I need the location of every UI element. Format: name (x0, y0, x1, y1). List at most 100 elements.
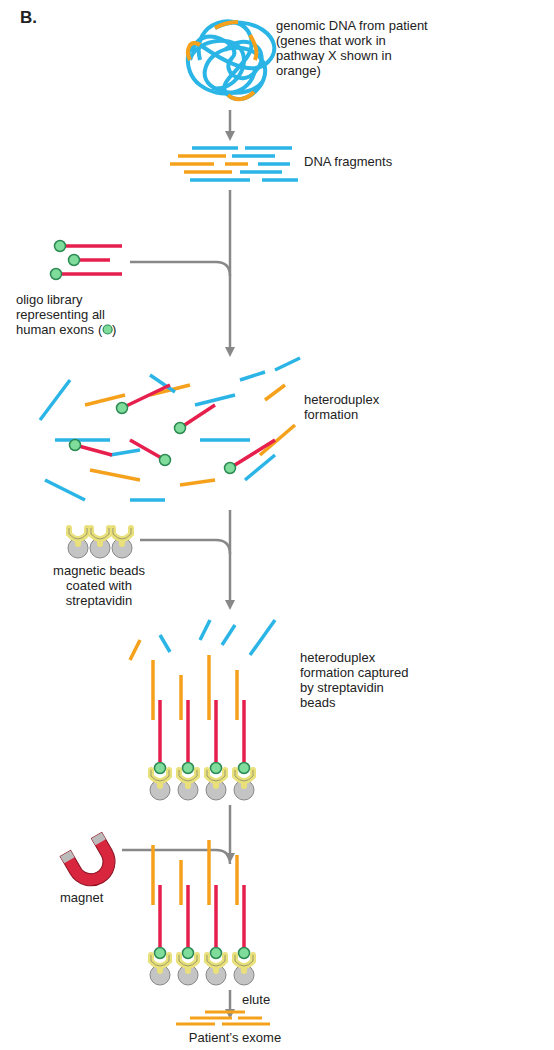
oligo-probe (60, 244, 122, 248)
exome-fragment (190, 1017, 232, 1020)
dna-fragment (245, 146, 292, 150)
step-arrow (229, 990, 232, 1014)
gene-segment (215, 22, 238, 28)
streptavidin (91, 528, 109, 544)
dna-fragment (258, 162, 290, 166)
dna-strand (130, 640, 140, 660)
dna-strand (222, 625, 235, 645)
oligo-probe (180, 405, 215, 428)
step-label: heteroduplex formation (304, 392, 404, 422)
dna-fragment (262, 178, 298, 182)
bracket-line (130, 262, 230, 276)
captured-exon (179, 675, 183, 720)
dna-strand (200, 620, 210, 640)
dna-strand (195, 395, 235, 405)
step-label: elute (242, 992, 302, 1007)
panel-letter: B. (20, 8, 60, 28)
oligo-probe (214, 700, 218, 762)
dna-fragment (232, 154, 275, 158)
biotin-tag (239, 948, 250, 959)
drawing (40, 21, 300, 1024)
dna-strand (90, 470, 140, 480)
dna-strand (250, 620, 275, 655)
streptavidin-outline (113, 528, 131, 539)
step-arrow (229, 805, 232, 858)
symbol-key: ( ) (98, 322, 119, 337)
biotin-tag (160, 455, 171, 466)
step-label: DNA fragments (304, 154, 424, 169)
dna-strand (110, 450, 140, 455)
step-label: genomic DNA from patient (genes that wor… (276, 18, 436, 78)
dna-strand (275, 358, 300, 370)
exome-fragment (205, 1011, 245, 1014)
step-label: magnetic beads coated with streptavidin (34, 563, 164, 608)
gene-segment (250, 35, 256, 60)
dna-fragment (184, 170, 232, 174)
step-label: heteroduplex formation captured by strep… (300, 650, 420, 710)
captured-exon (207, 840, 211, 905)
dna-fragment (170, 162, 214, 166)
oligo-probe (122, 385, 170, 408)
dna-fragment (178, 154, 226, 158)
dna-strand (55, 438, 110, 442)
biotin-tag (117, 403, 128, 414)
dna-strand (200, 438, 250, 442)
dna-strand (245, 455, 275, 480)
biotin-tag (183, 948, 194, 959)
magnet (60, 832, 124, 894)
oligo-probe (242, 885, 246, 947)
dna-strand (160, 635, 170, 652)
captured-exon (207, 655, 211, 720)
bracket-line (140, 540, 230, 554)
oligo-probe (56, 272, 122, 276)
step-arrow (229, 510, 232, 605)
oligo-probe (158, 885, 162, 947)
dna-fragment (192, 146, 238, 150)
dna-strand (40, 380, 70, 420)
biotin-tag (211, 763, 222, 774)
biotin-tag (155, 948, 166, 959)
oligo-probe (186, 700, 190, 762)
genomic-dna (188, 22, 274, 93)
biotin-tag (175, 423, 186, 434)
captured-exon (179, 860, 183, 905)
biotin-tag (55, 241, 66, 252)
result-label: Patient’s exome (150, 1030, 320, 1045)
biotin-tag (239, 763, 250, 774)
biotin-tag (225, 463, 236, 474)
captured-exon (235, 670, 239, 720)
captured-exon (235, 855, 239, 905)
dna-fragment (190, 178, 250, 182)
biotin-tag (155, 763, 166, 774)
biotin-tag (69, 255, 80, 266)
biotin-tag (70, 440, 81, 451)
dna-strand (130, 498, 165, 502)
exome-fragment (176, 1023, 215, 1026)
streptavidin-outline (69, 528, 87, 539)
oligo-probe (242, 700, 246, 762)
gene-segment (188, 43, 200, 60)
oligo-probe (158, 700, 162, 762)
dna-strand (265, 385, 285, 400)
biotin-tag (211, 948, 222, 959)
dna-fragment (225, 162, 248, 166)
captured-exon (151, 660, 155, 720)
dna-strand (260, 425, 295, 455)
oligo-probe (186, 885, 190, 947)
bracket-line (122, 850, 230, 864)
step-arrow (229, 110, 232, 136)
gene-segment (228, 92, 254, 99)
biotin-tag (51, 269, 62, 280)
dna-strand (180, 480, 215, 485)
magnet-tip (60, 832, 106, 863)
genomic-dna (190, 41, 244, 89)
dna-strand (45, 480, 85, 500)
biotin-tag (183, 763, 194, 774)
oligo-probe (230, 440, 275, 468)
captured-exon (151, 845, 155, 905)
part-label: magnet (60, 890, 140, 905)
oligo-probe (214, 885, 218, 947)
streptavidin (69, 528, 87, 544)
dna-strand (240, 372, 265, 380)
exome-fragment (222, 1023, 270, 1026)
